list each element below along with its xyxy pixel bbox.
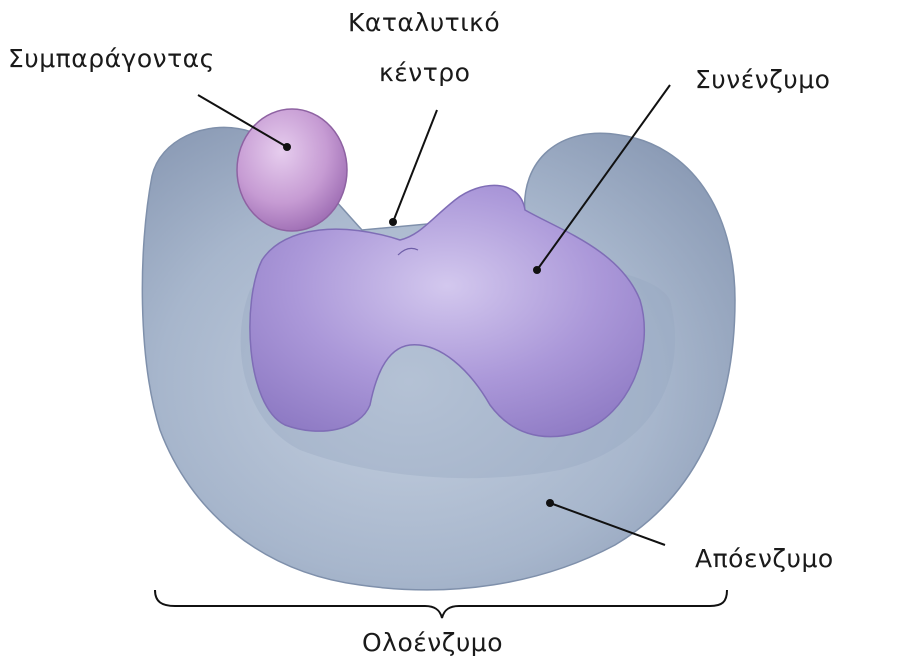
apoenzyme-leader-dot	[546, 499, 554, 507]
apoenzyme-label: Απόενζυμο	[695, 546, 834, 571]
holoenzyme-label: Ολοένζυμο	[362, 630, 503, 655]
catalytic-site-label-line2: κέντρο	[379, 60, 470, 85]
coenzyme-leader-dot	[533, 266, 541, 274]
catalytic-site-leader-line	[393, 110, 437, 222]
catalytic-site-leader-dot	[389, 218, 397, 226]
holoenzyme-bracket	[155, 590, 727, 618]
cofactor-leader-dot	[283, 143, 291, 151]
coenzyme-label: Συνένζυμο	[695, 67, 830, 92]
cofactor-label: Συμπαράγοντας	[8, 46, 215, 71]
catalytic-site-label-line1: Καταλυτικό	[348, 10, 500, 35]
